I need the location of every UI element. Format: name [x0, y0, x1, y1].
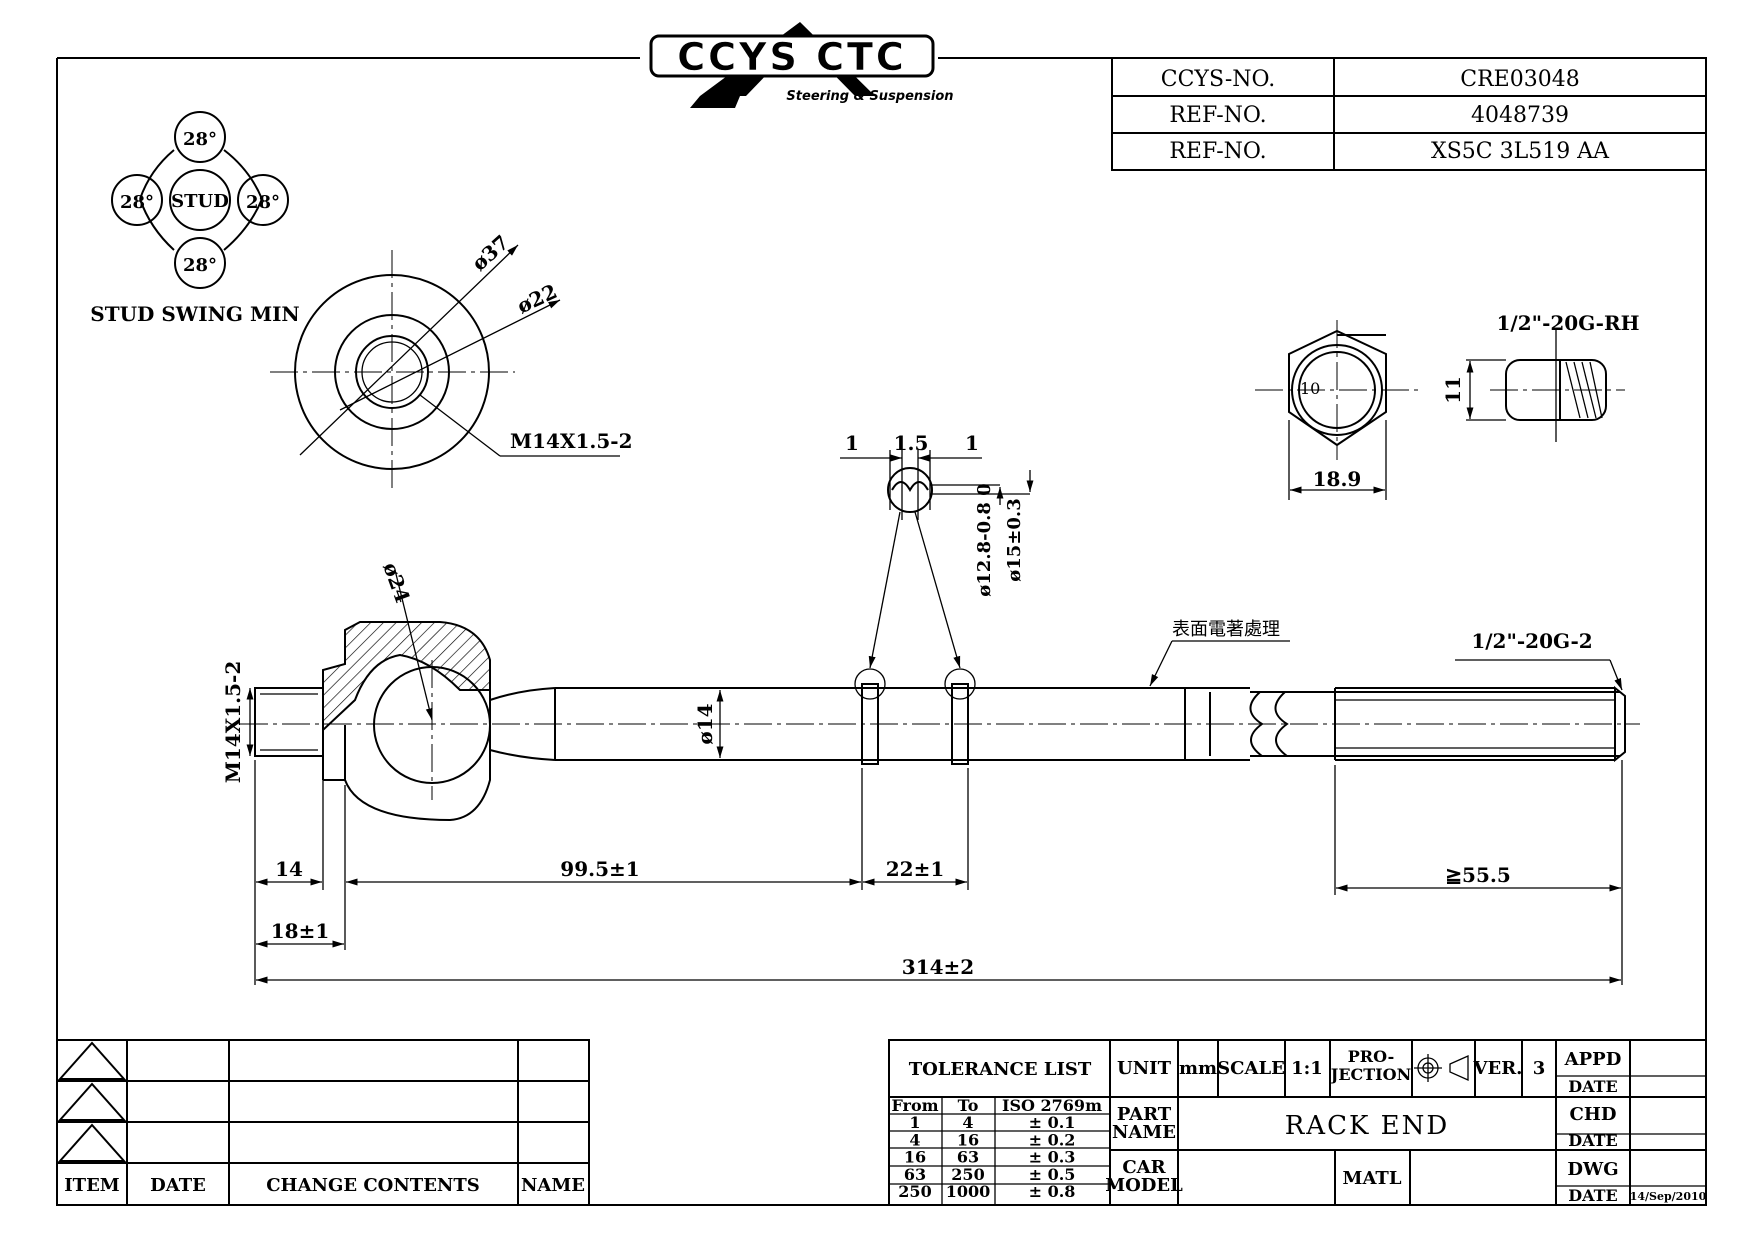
tol-cell-3-0: 63	[904, 1165, 926, 1184]
header-table: CCYS-NO. CRE03048 REF-NO. 4048739 REF-NO…	[1111, 57, 1707, 171]
swing-angle-left: 28°	[120, 192, 154, 213]
rack-end-part	[240, 621, 1640, 822]
tol-cell-0-2: ± 0.1	[1029, 1113, 1076, 1132]
tolerance-title: TOLERANCE LIST	[909, 1059, 1092, 1080]
tol-header-iso: ISO 2769m	[1002, 1096, 1102, 1115]
dim-d37: ø37	[467, 230, 514, 275]
swing-angle-right: 28°	[246, 192, 280, 213]
stud-swing-caption: STUD SWING MIN	[90, 302, 299, 326]
projection-symbol-icon	[1414, 1054, 1469, 1082]
rev-header-date: DATE	[150, 1175, 206, 1196]
unit-value: mm	[1179, 1058, 1217, 1079]
stud-swing-diagram: STUD 28° 28° 28° 28° STUD SWING MIN	[90, 111, 300, 326]
nut-width: 18.9	[1313, 467, 1362, 491]
dim-314: 314±2	[902, 955, 974, 979]
ref-no-value-1: 4048739	[1471, 103, 1569, 128]
sheet-border	[56, 57, 1707, 1206]
dim-55-5: ≧55.5	[1445, 863, 1510, 887]
dwg-label: DWG	[1567, 1159, 1618, 1180]
dim-end-thread: M14X1.5-2	[510, 429, 633, 453]
dwg-date-label: DATE	[1568, 1186, 1618, 1205]
part-name-label-2: NAME	[1112, 1122, 1176, 1143]
nut-mark: 10	[1300, 379, 1320, 398]
ver-value: 3	[1533, 1058, 1546, 1079]
tol-cell-1-2: ± 0.2	[1029, 1130, 1076, 1149]
dim-99-5: 99.5±1	[560, 857, 639, 881]
tol-cell-3-1: 250	[951, 1165, 984, 1184]
dim-right-thread: 1/2"-20G-2	[1471, 629, 1592, 653]
surface-treatment-note: 表面電著處理	[1172, 619, 1280, 640]
tol-header-to: To	[958, 1096, 979, 1115]
projection-label-2: JECTION	[1329, 1065, 1411, 1084]
main-dimensions: ø24 ø14 M14X1.5-2 表面電著處理 1/2"-20G-2 14 9…	[221, 559, 1623, 985]
groove-w2: 1.5	[894, 431, 929, 455]
tol-header-from: From	[891, 1096, 938, 1115]
appd-label: APPD	[1564, 1049, 1622, 1070]
swing-angle-top: 28°	[183, 129, 217, 150]
dwg-date-value: 14/Sep/2010	[1630, 1190, 1707, 1203]
tol-cell-1-0: 4	[909, 1130, 920, 1149]
groove-w1: 1	[845, 431, 859, 455]
nut-views: 10 18.9 11 1/2"-20G-RH	[1255, 311, 1639, 500]
appd-date-label: DATE	[1568, 1077, 1618, 1096]
ref-no-label-1: REF-NO.	[1169, 103, 1266, 128]
tol-cell-0-0: 1	[909, 1113, 920, 1132]
tol-cell-2-2: ± 0.3	[1029, 1148, 1076, 1167]
part-name-value: RACK END	[1285, 1111, 1450, 1141]
tol-cell-2-1: 63	[957, 1148, 979, 1167]
car-model-label-2: MODEL	[1105, 1175, 1183, 1196]
scale-value: 1:1	[1291, 1058, 1323, 1079]
ref-no-label-2: REF-NO.	[1169, 139, 1266, 164]
dim-d24: ø24	[378, 559, 415, 606]
tol-cell-3-2: ± 0.5	[1029, 1165, 1076, 1184]
dim-d22: ø22	[513, 279, 560, 318]
chd-label: CHD	[1570, 1104, 1617, 1125]
ccys-no-value: CRE03048	[1460, 67, 1579, 92]
tol-cell-2-0: 16	[904, 1148, 926, 1167]
dim-22: 22±1	[886, 857, 945, 881]
revision-table: ITEM DATE CHANGE CONTENTS NAME	[56, 1039, 590, 1206]
car-model-label-1: CAR	[1122, 1157, 1166, 1178]
end-view: ø37 ø22 M14X1.5-2	[270, 230, 633, 492]
dim-18: 18±1	[271, 919, 330, 943]
matl-label: MATL	[1343, 1168, 1402, 1189]
groove-w3: 1	[965, 431, 979, 455]
swing-angle-bottom: 28°	[183, 255, 217, 276]
dim-left-thread: M14X1.5-2	[221, 661, 245, 784]
brand-logo: CCYS CTC Steering & Suspension	[649, 22, 954, 108]
rev-header-name: NAME	[521, 1175, 585, 1196]
logo-tagline: Steering & Suspension	[786, 89, 953, 104]
tol-cell-4-1: 1000	[946, 1182, 991, 1201]
ccys-no-label: CCYS-NO.	[1161, 67, 1276, 92]
rev-header-change: CHANGE CONTENTS	[266, 1175, 480, 1196]
rev-header-item: ITEM	[64, 1175, 120, 1196]
chd-date-label: DATE	[1568, 1131, 1618, 1150]
tol-cell-0-1: 4	[962, 1113, 973, 1132]
ref-no-value-2: XS5C 3L519 AA	[1431, 139, 1610, 164]
groove-d-outer: ø15±0.3	[1004, 498, 1025, 581]
stud-label: STUD	[171, 191, 229, 212]
logo-brand: CCYS CTC	[677, 35, 907, 79]
nut-height: 11	[1441, 376, 1465, 404]
tol-cell-1-1: 16	[957, 1130, 979, 1149]
projection-label-1: PRO-	[1348, 1047, 1395, 1066]
ver-label: VER.	[1473, 1058, 1523, 1079]
part-name-label-1: PART	[1117, 1104, 1172, 1125]
groove-detail: 1 1.5 1 ø12.8-0.8 0 ø15±0.3	[840, 431, 1034, 669]
groove-d-inner: ø12.8-0.8 0	[974, 483, 995, 596]
tol-cell-4-2: ± 0.8	[1029, 1182, 1076, 1201]
nut-thread: 1/2"-20G-RH	[1497, 311, 1640, 335]
tol-cell-4-0: 250	[898, 1182, 931, 1201]
scale-label: SCALE	[1217, 1058, 1285, 1079]
dim-d14: ø14	[693, 703, 717, 744]
unit-label: UNIT	[1117, 1058, 1172, 1079]
dim-14: 14	[275, 857, 303, 881]
